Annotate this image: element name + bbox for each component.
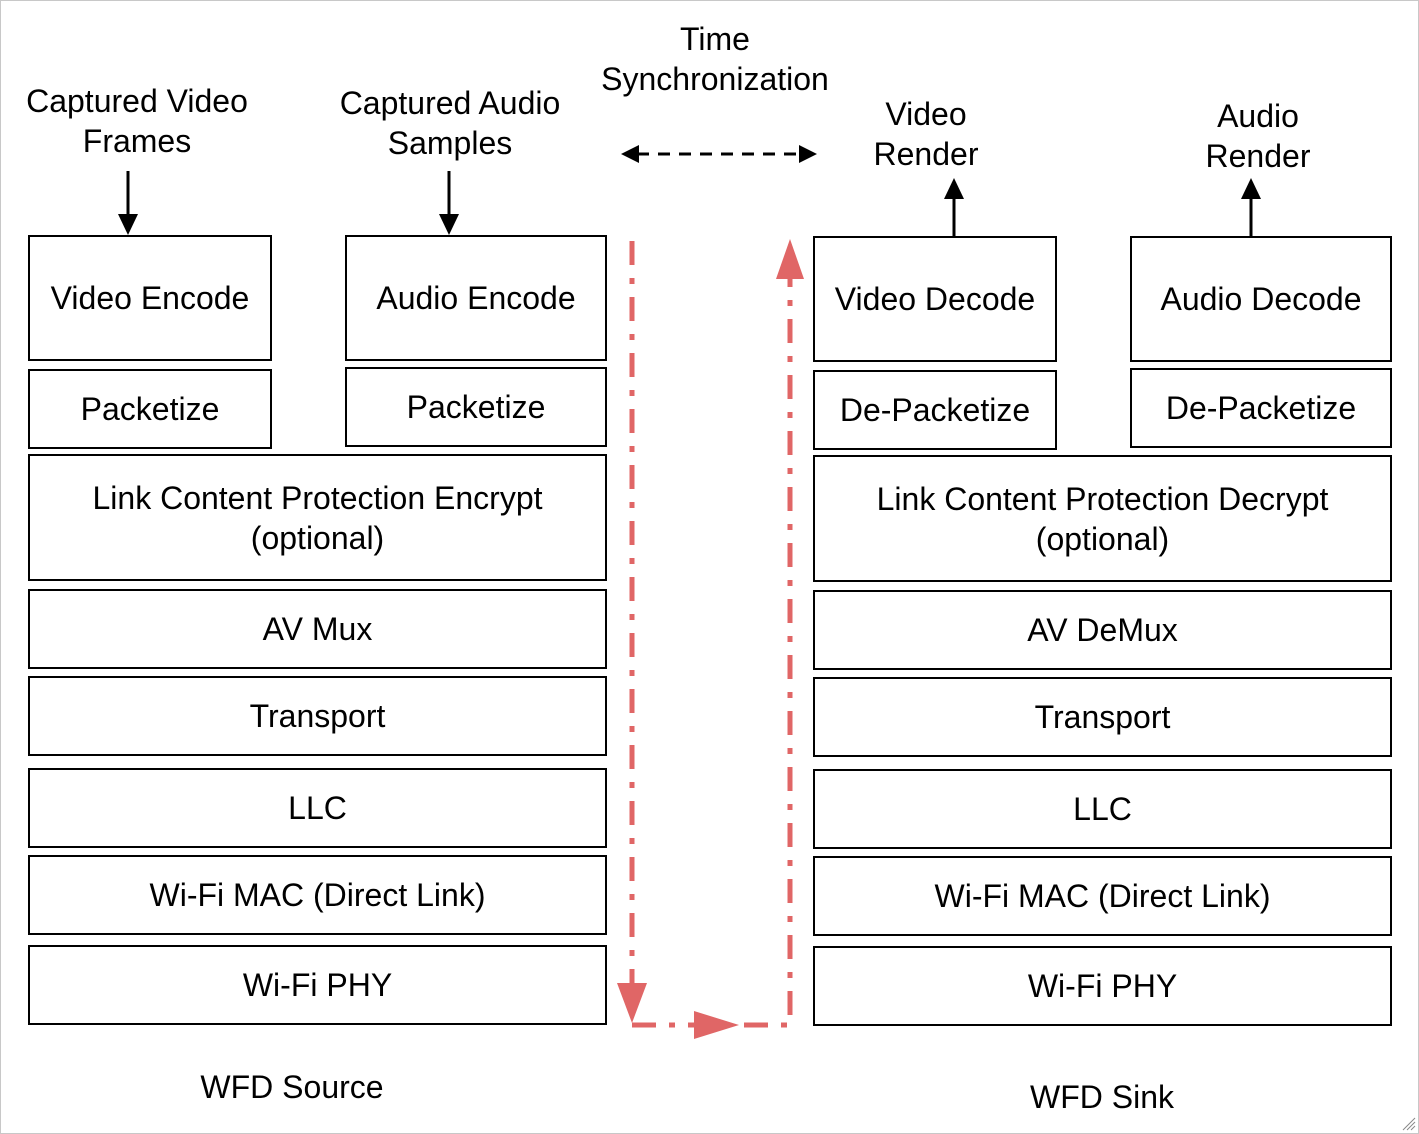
audio-render-label: Audio Render <box>1205 98 1311 174</box>
captured-audio-label: Captured Audio Samples <box>339 85 561 161</box>
resize-grip-icon[interactable] <box>1400 1115 1416 1131</box>
lcp-decrypt-block: Link Content Protection Decrypt (optiona… <box>813 455 1392 582</box>
packetize-audio-block: Packetize <box>345 367 607 447</box>
source-llc-block: LLC <box>28 768 607 848</box>
depacketize-video-block: De-Packetize <box>813 370 1057 450</box>
wfd-sink-caption: WFD Sink <box>1030 1079 1174 1115</box>
time-sync-label: Time Synchronization <box>601 21 829 97</box>
depacketize-audio-block: De-Packetize <box>1130 368 1392 448</box>
source-wifi-mac-block: Wi-Fi MAC (Direct Link) <box>28 855 607 935</box>
av-mux-block: AV Mux <box>28 589 607 669</box>
data-path-arrow <box>617 239 804 1039</box>
source-transport-block: Transport <box>28 676 607 756</box>
video-decode-block: Video Decode <box>813 236 1057 362</box>
audio-encode-block: Audio Encode <box>345 235 607 361</box>
sink-wifi-phy-block: Wi-Fi PHY <box>813 946 1392 1026</box>
time-sync-arrow <box>621 145 817 163</box>
av-demux-block: AV DeMux <box>813 590 1392 670</box>
arrow-audio-render <box>1241 178 1261 236</box>
sink-transport-block: Transport <box>813 677 1392 757</box>
video-encode-block: Video Encode <box>28 235 272 361</box>
packetize-video-block: Packetize <box>28 369 272 449</box>
arrow-audio-input <box>439 171 459 235</box>
audio-decode-block: Audio Decode <box>1130 236 1392 362</box>
arrow-video-render <box>944 178 964 236</box>
video-render-label: Video Render <box>873 96 979 172</box>
sink-wifi-mac-block: Wi-Fi MAC (Direct Link) <box>813 856 1392 936</box>
lcp-encrypt-block: Link Content Protection Encrypt (optiona… <box>28 454 607 581</box>
wfd-source-caption: WFD Source <box>200 1069 384 1105</box>
captured-video-label: Captured Video Frames <box>26 83 248 159</box>
arrow-video-input <box>118 171 138 235</box>
source-wifi-phy-block: Wi-Fi PHY <box>28 945 607 1025</box>
sink-llc-block: LLC <box>813 769 1392 849</box>
